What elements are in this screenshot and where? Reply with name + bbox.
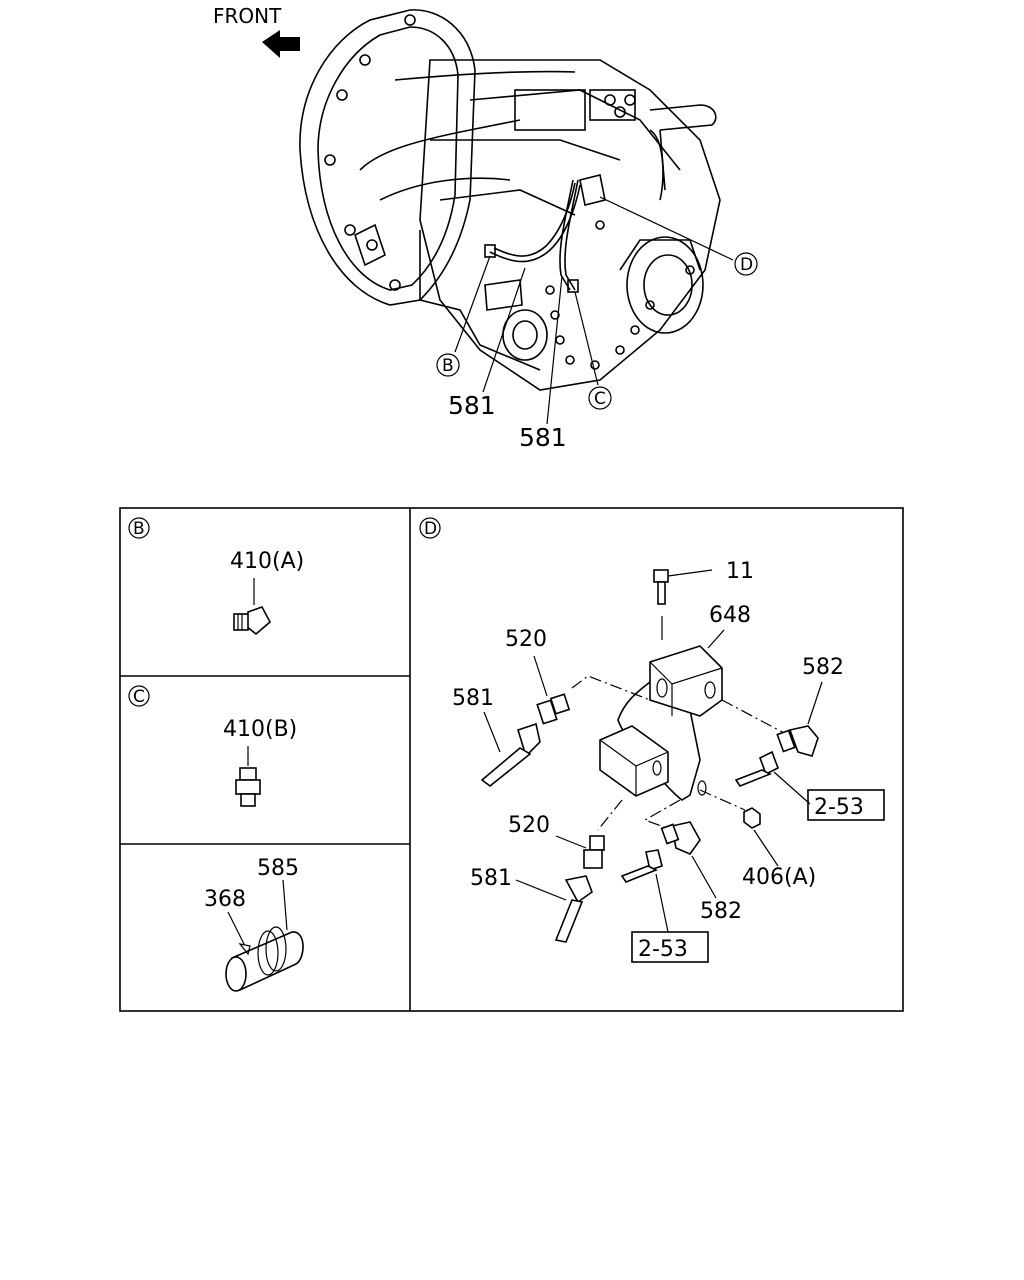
panel-d-letter: D — [424, 519, 437, 539]
clamp-sleeve-585 — [225, 879, 304, 992]
label-581-lower: 581 — [470, 866, 512, 891]
elbow-582-right — [776, 681, 823, 757]
rear-bolt-holes — [545, 220, 640, 370]
label-520-upper: 520 — [505, 627, 547, 652]
callout-b: B — [436, 353, 460, 377]
panel-c-part-label: 410(B) — [223, 717, 297, 742]
svg-text:D: D — [740, 255, 753, 275]
part-label-585: 585 — [257, 856, 299, 881]
lower-case — [354, 223, 548, 371]
output-flange — [619, 236, 704, 334]
connector-520-lower — [555, 835, 605, 869]
bracket-648 — [599, 629, 725, 801]
front-arrow-icon — [262, 30, 300, 58]
hose-end-right — [734, 750, 811, 805]
elbow-fitting-410a — [233, 578, 272, 636]
svg-text:2-53: 2-53 — [814, 795, 864, 820]
bolt-11 — [653, 569, 713, 640]
label-406a: 406(A) — [742, 865, 816, 890]
part-number-581-left: 581 — [448, 391, 496, 420]
front-label: FRONT — [213, 4, 282, 28]
label-582-lower: 582 — [700, 899, 742, 924]
label-648: 648 — [709, 603, 751, 628]
bell-housing — [299, 9, 476, 306]
transmission-assembly: FRONT — [213, 4, 758, 452]
label-11: 11 — [726, 559, 754, 584]
panel-b: B 410(A) — [128, 517, 304, 636]
label-581-upper: 581 — [452, 686, 494, 711]
connector-520-upper — [533, 655, 571, 725]
label-582-right: 582 — [802, 655, 844, 680]
transmission-case — [419, 59, 721, 391]
air-hoses — [359, 70, 664, 293]
panel-clamp: 585 368 — [204, 856, 304, 992]
hose-581-lower — [515, 875, 593, 943]
hose-581-upper — [480, 711, 541, 788]
ref-box-2-53-lower: 2-53 — [631, 931, 709, 963]
ref-box-2-53-right: 2-53 — [807, 789, 885, 821]
callout-c: C — [588, 386, 612, 410]
elbow-582-lower — [660, 821, 717, 899]
top-leaders — [454, 196, 734, 425]
panel-b-part-label: 410(A) — [230, 549, 304, 574]
svg-text:C: C — [594, 389, 606, 409]
hose-end-lower — [620, 849, 669, 933]
callout-d: D — [734, 252, 758, 276]
part-label-368: 368 — [204, 887, 246, 912]
nut-406a — [743, 807, 779, 867]
panel-d: D 11 648 — [419, 517, 885, 963]
part-number-581-right: 581 — [519, 423, 567, 452]
alignment-lines — [571, 675, 787, 831]
svg-text:2-53: 2-53 — [638, 937, 688, 962]
panel-c-letter: C — [133, 687, 145, 707]
panel-b-letter: B — [133, 519, 145, 539]
label-520-lower: 520 — [508, 813, 550, 838]
panel-c: C 410(B) — [128, 685, 297, 807]
straight-fitting-410b — [235, 746, 261, 807]
svg-text:B: B — [442, 356, 454, 376]
detail-frame — [119, 507, 904, 1012]
